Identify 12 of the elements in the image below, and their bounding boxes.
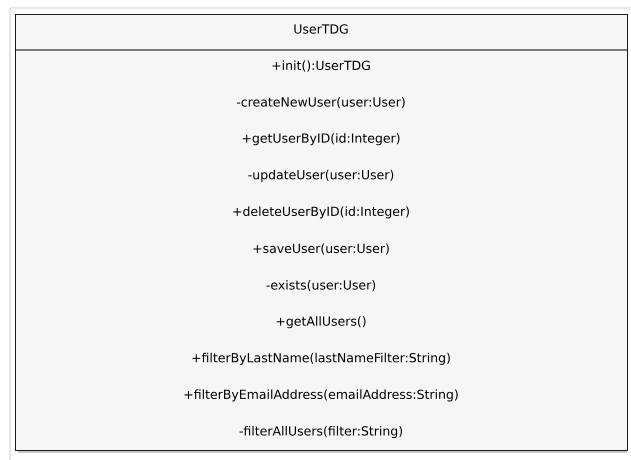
- method-text: +filterByLastName(lastNameFilter:String): [192, 352, 450, 365]
- method-text: -filterAllUsers(filter:String): [240, 426, 402, 438]
- method-text: +init():UserTDG: [272, 60, 370, 72]
- method-text: +getAllUsers(): [276, 316, 366, 328]
- method-text: +getUserByID(id:Integer): [242, 133, 400, 146]
- method-text: +filterByEmailAddress(emailAddress:String): [184, 389, 458, 402]
- method-text: -createNewUser(user:User): [236, 97, 405, 108]
- method-text: -exists(user:User): [266, 280, 376, 292]
- method-text: +saveUser(user:User): [253, 243, 389, 255]
- class-name: UserTDG: [294, 24, 348, 34]
- method-text: +deleteUserByID(id:Integer): [233, 206, 409, 218]
- method-text: -updateUser(user:User): [248, 170, 394, 182]
